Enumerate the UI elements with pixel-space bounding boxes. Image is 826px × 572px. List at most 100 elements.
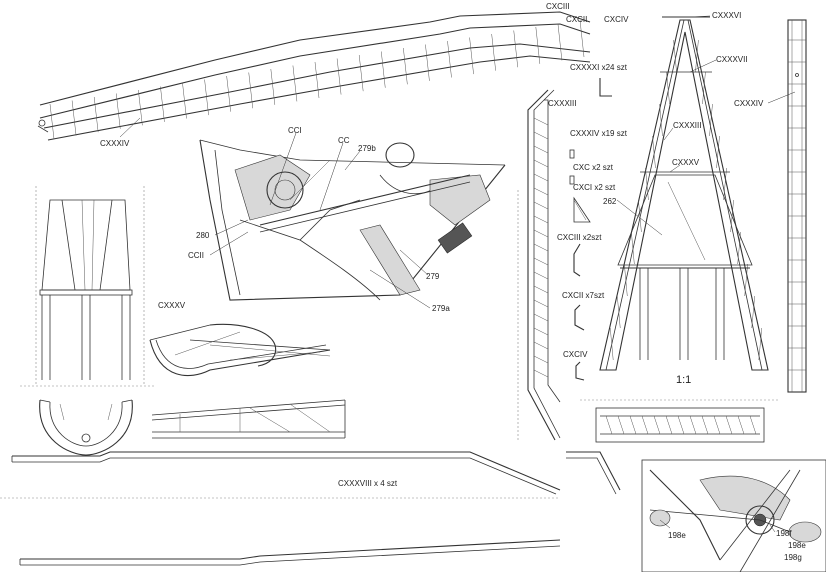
boom-rung [513, 30, 518, 68]
label-ccii: CCII [188, 251, 204, 260]
boom-rung [447, 40, 452, 78]
boom-rung [138, 89, 143, 126]
label-cxxxiii-left: CXXXIII [548, 99, 576, 108]
label-262: 262 [603, 197, 617, 206]
boom-rung [535, 26, 541, 64]
hladder-rung [653, 415, 661, 435]
hladder-rung [605, 415, 613, 435]
boom-truss-drawing [37, 11, 591, 141]
boom-rung [71, 100, 77, 136]
long-strip-drawing [0, 451, 621, 566]
hladder-rung [665, 415, 673, 435]
label-198e-left: 198e [668, 531, 686, 540]
hladder-rung [725, 415, 733, 435]
label-cxciii-x2: CXCIII x2szt [557, 233, 602, 242]
boom-rung [182, 82, 187, 119]
boom-rung [336, 58, 342, 95]
label-cxciii: CXCIII [546, 2, 570, 11]
label-cxxxiv-left: CXXXIV [100, 139, 130, 148]
ladder-rung [533, 173, 549, 182]
tower-brace [609, 327, 614, 361]
ladder-rung [533, 187, 549, 196]
boom-rung [579, 19, 585, 58]
boom-rung [226, 75, 231, 112]
tower-brace [702, 71, 706, 105]
boom-rung [314, 61, 320, 99]
triangle-tower-drawing [580, 15, 780, 401]
label-cc: CC [338, 136, 350, 145]
boom-rung [557, 23, 563, 61]
tower-brace [716, 135, 720, 169]
left-tower-drawing [20, 186, 155, 456]
tower-brace [737, 231, 741, 265]
label-198f: 198f [776, 529, 792, 538]
ladder-rung [533, 243, 549, 252]
tower-brace [645, 167, 649, 201]
tower-brace [751, 295, 755, 329]
tower-brace [709, 103, 713, 137]
tower-brace [624, 263, 628, 297]
ladder-rung [533, 257, 549, 266]
boom-rung [204, 79, 209, 116]
boom-rung [93, 96, 99, 133]
tower-brace [617, 295, 621, 329]
ladder-rung [533, 285, 549, 294]
hladder-rung [641, 415, 649, 435]
boom-rung [403, 47, 408, 85]
inset-detail-drawing [641, 459, 826, 572]
hladder-rung [749, 415, 757, 435]
part-labels: CXCIII CXCII CXCIV CXXXVI CXXXXI x24 szt… [100, 2, 806, 562]
boom-rung [49, 103, 55, 140]
tower-brace [758, 327, 763, 361]
ladder-rung [533, 341, 549, 350]
label-cxxxviii: CXXXVIII x 4 szt [338, 479, 398, 488]
hladder-rung [713, 415, 721, 435]
ladder-rung [533, 145, 549, 154]
ladder-rung [533, 299, 549, 308]
boom-rung [292, 65, 298, 102]
cxxxv-cradle-drawing [149, 323, 346, 439]
tower-brace [695, 39, 699, 73]
label-cci: CCI [288, 126, 302, 135]
label-cxxxv-left: CXXXV [158, 301, 186, 310]
boom-rung [270, 68, 276, 105]
boom-rung [491, 33, 496, 71]
ladder-rung [533, 131, 549, 140]
ladder-rung [533, 117, 549, 126]
label-cxxxv-right: CXXXV [672, 158, 700, 167]
tower-brace [666, 71, 670, 105]
ladder-rung [533, 215, 549, 224]
tower-brace [723, 167, 727, 201]
label-cxxxiv-x19: CXXXIV x19 szt [570, 129, 628, 138]
horizontal-ladder-drawing [595, 407, 765, 443]
small-parts-column [569, 78, 612, 381]
label-198g: 198g [784, 553, 802, 562]
label-279: 279 [426, 272, 440, 281]
label-279a: 279a [432, 304, 450, 313]
ladder-rung [533, 271, 549, 280]
ladder-rung [533, 159, 549, 168]
label-198e-right: 198e [788, 541, 806, 550]
right-ladder-drawing [767, 19, 807, 393]
vertical-ladder-strip [517, 89, 561, 441]
label-cxxxvi: CXXXVI [712, 11, 741, 20]
ladder-rung [533, 229, 549, 238]
ladder-rung [533, 369, 549, 378]
center-detail-drawing [199, 132, 506, 309]
ladder-rung [533, 313, 549, 322]
tower-brace [659, 103, 663, 137]
boom-rung [381, 51, 386, 88]
boom-rung [116, 93, 121, 129]
label-cxcii: CXCII [566, 15, 587, 24]
hladder-rung [617, 415, 625, 435]
ladder-rung [533, 327, 549, 336]
boom-rung [469, 37, 474, 75]
tower-brace [744, 263, 748, 297]
tower-brace [652, 135, 656, 169]
label-cxci-x2: CXCI x2 szt [573, 183, 616, 192]
boom-rung [160, 86, 165, 122]
label-cxxxvii: CXXXVII [716, 55, 748, 64]
tower-brace [631, 231, 635, 265]
hladder-rung [737, 415, 745, 435]
